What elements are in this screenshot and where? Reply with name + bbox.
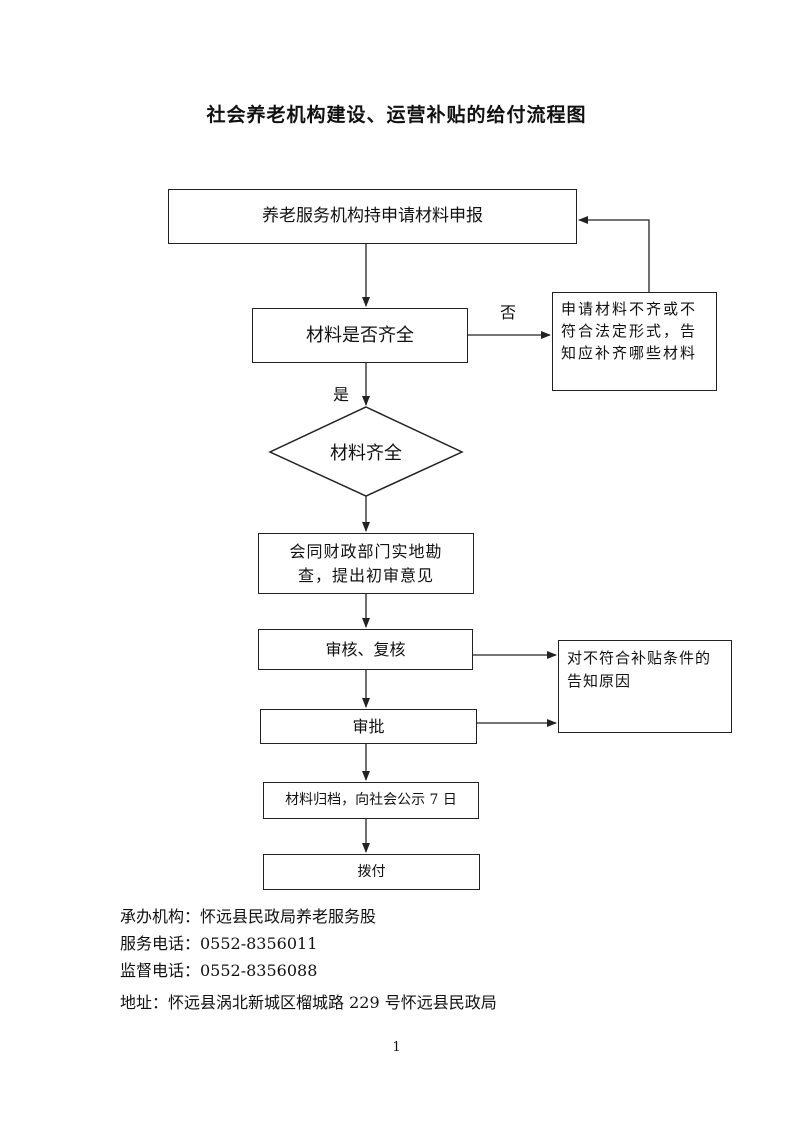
- node-inspect: 会同财政部门实地勘查，提出初审意见: [258, 533, 474, 594]
- edge-label-no: 否: [500, 303, 517, 322]
- node-reject: 对不符合补贴条件的告知原因: [558, 640, 732, 733]
- node-pay: 拨付: [263, 854, 480, 890]
- node-approve: 审批: [260, 709, 477, 744]
- footer-supervision-phone: 监督电话：0552-8356088: [120, 961, 318, 980]
- node-archive: 材料归档，向社会公示 7 日: [263, 782, 479, 819]
- node-incomplete: 申请材料不齐或不符合法定形式，告知应补齐哪些材料: [552, 292, 717, 391]
- node-review: 审核、复核: [258, 629, 473, 670]
- arrow-incomplete-back-to-apply: [578, 216, 650, 292]
- page-title: 社会养老机构建设、运营补贴的给付流程图: [206, 104, 587, 126]
- node-apply: 养老服务机构持申请材料申报: [168, 189, 577, 244]
- edge-label-yes: 是: [333, 385, 350, 404]
- page-number: 1: [392, 1040, 401, 1055]
- node-complete: 材料齐全: [330, 443, 402, 464]
- footer-office: 承办机构：怀远县民政局养老服务股: [120, 907, 377, 926]
- footer-service-phone: 服务电话：0552-8356011: [120, 934, 318, 953]
- node-check: 材料是否齐全: [252, 308, 468, 363]
- footer-address: 地址：怀远县涡北新城区榴城路 229 号怀远县民政局: [120, 993, 497, 1012]
